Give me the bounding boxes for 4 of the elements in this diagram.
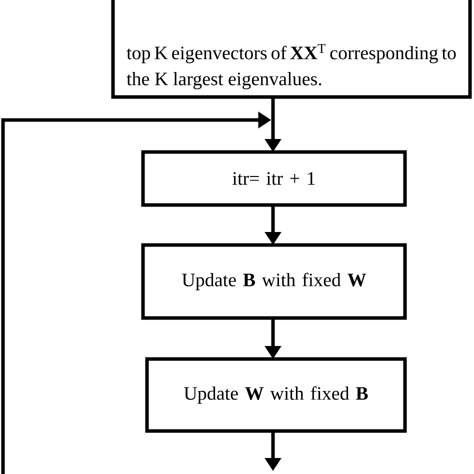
process-box: top K eigenvectors of XX$^{T}$ corresponding to the K largest eigenvalues.: [111, 0, 472, 99]
process-box: Update W with fixed B: [145, 357, 407, 433]
process-box: Update B with fixed W: [141, 243, 407, 320]
process-box: itr= itr + 1: [141, 150, 407, 207]
